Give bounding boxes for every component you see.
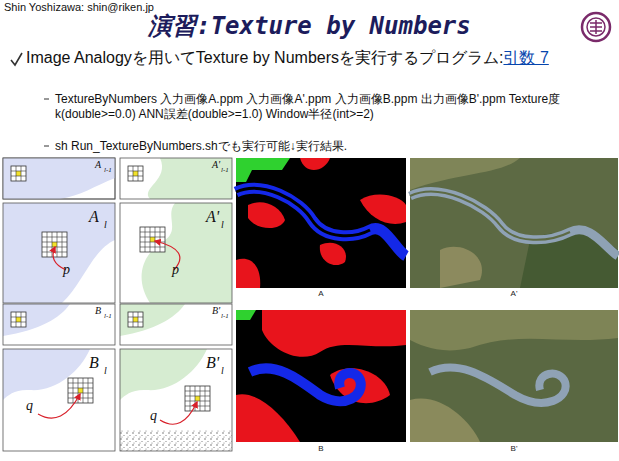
pixel-label: p [172, 262, 179, 279]
image-caption: B' [511, 444, 518, 454]
image-label: A [89, 207, 99, 226]
image-label: B' [206, 353, 219, 372]
author-credit: Shin Yoshizawa: shin@riken.jp [4, 1, 154, 14]
level-subscript: l [221, 365, 224, 377]
aerial-photo [410, 158, 618, 288]
analogy-diagram [3, 158, 232, 451]
level-subscript: l [221, 219, 224, 231]
image-caption: A' [511, 289, 518, 299]
level-label: B' [212, 305, 220, 317]
image-caption: A [318, 289, 323, 299]
level-subscript: l-1 [221, 312, 229, 320]
level-subscript: l-1 [104, 312, 112, 320]
dash-mark [44, 146, 49, 147]
label-map-image [236, 158, 406, 288]
command-usage: TextureByNumbers 入力画像A.ppm 入力画像A'.ppm 入力… [55, 92, 610, 122]
university-logo [582, 13, 610, 41]
check-mark [11, 53, 22, 65]
image-caption: B [318, 444, 323, 454]
aerial-photo [410, 310, 618, 442]
run-note: sh Run_TextureByNumbers.shでも実行可能↓実行結果. [55, 139, 347, 153]
pixel-label: p [63, 262, 70, 279]
level-label: A [95, 159, 101, 171]
bullet-line: Image Analogyを用いてTexture by Numbersを実行する… [26, 48, 611, 68]
slide-title: 演習:Texture by Numbers [0, 10, 619, 42]
image-label: A' [206, 207, 219, 226]
label-map-image [236, 310, 406, 442]
level-label: A' [212, 159, 220, 171]
level-subscript: l [104, 219, 107, 231]
level-label: B [95, 305, 101, 317]
argument-link: 引数 7 [503, 49, 548, 66]
level-subscript: l [104, 365, 107, 377]
image-label: B [89, 353, 99, 372]
level-subscript: l-1 [104, 166, 112, 174]
level-subscript: l-1 [221, 166, 229, 174]
pixel-label: q [150, 408, 157, 425]
bullet-text: Image Analogyを用いてTexture by Numbersを実行する… [26, 49, 503, 66]
dash-mark [44, 99, 49, 100]
pixel-label: q [26, 398, 33, 415]
